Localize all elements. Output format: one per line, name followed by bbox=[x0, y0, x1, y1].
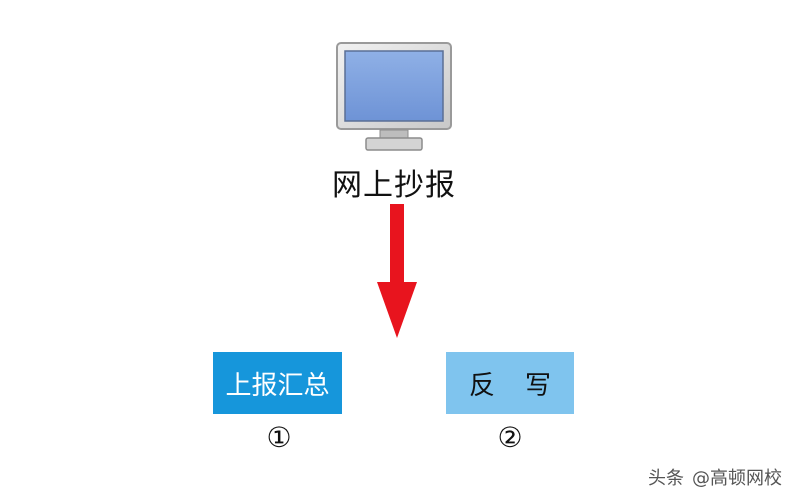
writeback-label-part2: 写 bbox=[525, 370, 552, 401]
watermark: 头条 @高顿网校 bbox=[648, 464, 782, 490]
upload-summary-label: 上报汇总 bbox=[225, 370, 330, 401]
down-arrow-icon bbox=[377, 204, 417, 338]
writeback-label-part1: 反 bbox=[468, 370, 495, 401]
watermark-account: @高顿网校 bbox=[692, 468, 782, 489]
source-label: 网上抄报 bbox=[332, 168, 456, 203]
step-number-2: ② bbox=[497, 421, 523, 454]
step-number-1: ① bbox=[266, 421, 292, 454]
upload-summary-button[interactable]: 上报汇总 bbox=[213, 352, 342, 414]
monitor-icon bbox=[336, 42, 452, 151]
watermark-platform: 头条 bbox=[648, 468, 684, 489]
writeback-button[interactable]: 反 写 bbox=[446, 352, 574, 414]
